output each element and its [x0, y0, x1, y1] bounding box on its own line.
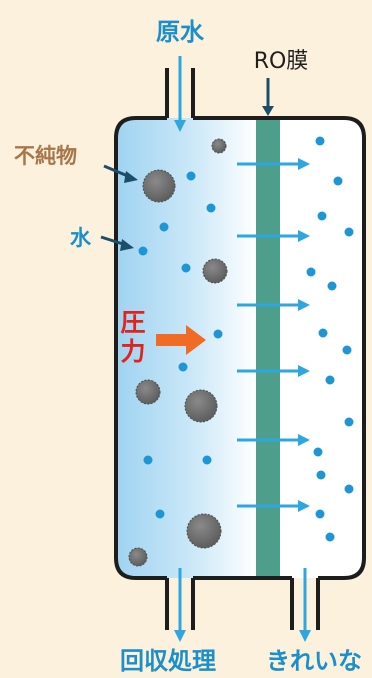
water-molecules-feed	[138, 171, 223, 519]
pressure-arrow	[156, 325, 206, 355]
impurity-particle	[186, 513, 222, 549]
pressure-label: 圧 力	[120, 308, 145, 366]
water-molecule	[316, 470, 326, 480]
water-molecule	[315, 509, 325, 519]
impurity-particle	[128, 547, 148, 567]
water-molecule	[344, 227, 354, 237]
water-molecule	[344, 484, 354, 494]
concentrate-outlet-pipe	[165, 568, 195, 642]
impurity-particles	[128, 138, 228, 567]
water-molecule	[306, 267, 316, 277]
pressure-label-char-2: 力	[120, 337, 145, 366]
water-molecule	[325, 375, 335, 385]
impurity-particle	[135, 379, 161, 405]
ro-membrane	[256, 118, 280, 578]
water-molecule	[138, 246, 148, 256]
raw-water-label: 原水	[156, 18, 205, 46]
water-molecule	[344, 417, 354, 427]
impurity-particle	[142, 169, 176, 203]
water-molecule	[178, 362, 188, 372]
water-molecule	[318, 328, 328, 338]
water-molecule	[155, 509, 165, 519]
water-molecule	[327, 281, 337, 291]
impurities-label: 不純物	[14, 144, 77, 168]
flow-arrow	[237, 500, 310, 512]
flow-arrow	[237, 230, 310, 242]
flow-arrow	[237, 365, 310, 377]
permeate-outlet-pipe	[290, 568, 320, 642]
vessel-outline	[114, 116, 366, 580]
water-label: 水	[70, 226, 92, 250]
impurity-particle	[184, 389, 218, 423]
water-molecule	[315, 136, 325, 146]
inlet-pipe	[165, 56, 195, 132]
flow-arrow	[237, 158, 310, 170]
water-molecule	[317, 211, 327, 221]
water-molecule	[333, 176, 343, 186]
water-molecule	[181, 263, 191, 273]
water-molecule	[186, 171, 196, 181]
impurity-particle	[211, 138, 227, 154]
impurity-pointer-arrow	[103, 164, 138, 183]
water-pointer-arrow	[100, 235, 134, 251]
water-molecule	[202, 455, 212, 465]
water-molecules-permeate	[306, 136, 354, 542]
water-molecule	[325, 532, 335, 542]
water-molecule	[342, 345, 352, 355]
permeate-label: きれいな	[266, 647, 362, 675]
pressure-label-char-1: 圧	[120, 308, 145, 337]
concentrate-label: 回収処理	[120, 647, 216, 675]
water-molecule	[313, 447, 323, 457]
water-molecule	[143, 455, 153, 465]
water-molecule	[213, 329, 223, 339]
water-molecule	[206, 203, 216, 213]
permeation-arrows	[237, 158, 310, 512]
water-molecule	[159, 222, 169, 232]
flow-arrow	[237, 299, 310, 311]
impurity-particle	[202, 258, 228, 284]
flow-arrow	[237, 434, 310, 446]
membrane-pointer-arrow	[262, 78, 274, 116]
membrane-label: RO膜	[254, 49, 309, 74]
